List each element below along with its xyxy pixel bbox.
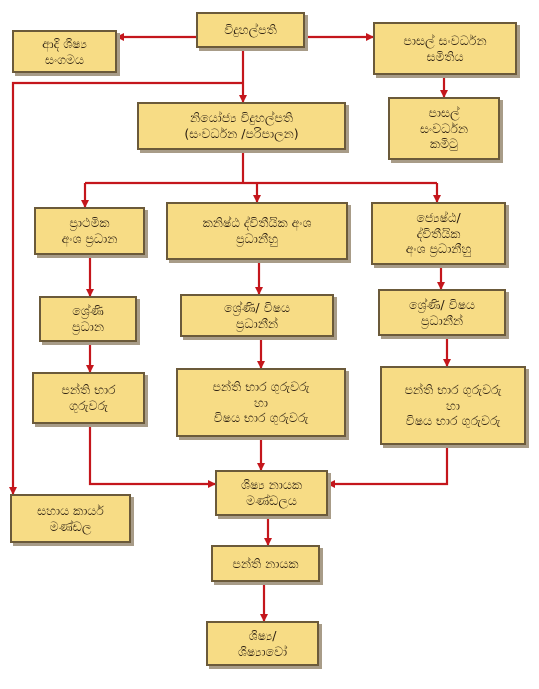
edge-principal-to-support-staff [9,81,243,495]
node-text-line: ද්විතීයික [416,225,461,241]
node-grade-head: ශ්‍රේණිප්‍රධාන [39,296,137,342]
node-text-line: සංගමය [44,51,85,67]
node-text-line: විෂය භාර ගුරුවරු [405,413,501,429]
node-text-line: ගුරුවරු [69,398,108,413]
node-text-line: පාසල් සංවර්ධන [403,32,487,48]
node-class-monitors: පන්ති නායක [211,545,320,582]
node-text-line: සමිතිය [426,48,464,64]
node-text-line: විදුහල්පති [224,22,277,38]
node-text-line: සංවර්ධන [419,120,469,136]
node-text-line: (සංවර්ධන /පරිපාලන) [184,126,299,141]
node-class-subject-teachers-mid: පන්ති භාර ගුරුවරුහාවිෂය භාර ගුරුවරු [176,368,346,437]
node-text-line: ශ්‍රේණි/ විෂය [408,296,476,312]
node-text-line: අංශ ප්‍රධානීහු [405,241,472,257]
node-text-line: මණ්ඩලය [246,493,297,508]
node-text-line: පන්ති භාර ගුරුවරු [404,382,502,398]
node-text-line: කමිටු [429,136,459,152]
node-text-line: කනිෂ්ඨ ද්විතීයික අංශ [202,215,312,231]
node-text-line: හා [254,394,268,410]
node-text-line: ප්‍රාථමික [69,215,110,231]
node-class-subject-teachers-right: පන්ති භාර ගුරුවරුහාවිෂය භාර ගුරුවරු [380,366,526,445]
edge-teachers-right-to-prefects [327,445,449,488]
node-text-line: ප්‍රධානීහු [236,231,278,246]
edge-class-teachers-to-prefects [88,424,216,488]
node-text-line: ආදි ශිෂ්‍ය [42,35,87,51]
node-text-line: හා [446,397,460,413]
node-text-line: අංශ ප්‍රධාන [61,231,118,246]
node-text-line: ජ්‍යෙෂ්ඨ/ [416,210,461,226]
node-text-line: සහාය කාර්ය [37,502,104,518]
node-text-line: ශ්‍රේණි/ විෂය [223,299,291,315]
node-deputy-principal: නියෝජ්‍ය විදුහල්පති(සංවර්ධන /පරිපාලන) [137,102,346,150]
node-text-line: ශිෂ්‍ය/ [248,627,277,643]
node-text-line: ප්‍රධාන [72,319,104,334]
node-text-line: ප්‍රධානීන් [235,315,279,331]
node-text-line: ශිෂ්‍යාවෝ [237,643,288,659]
node-text-line: ප්‍රධානීන් [420,312,464,328]
node-text-line: පන්ති භාර [61,382,116,398]
node-text-line: පාසල් [428,105,460,121]
node-principal: විදුහල්පති [196,12,305,48]
node-text-line: විෂය භාර ගුරුවරු [213,410,309,426]
node-text-line: පන්ති නායක [232,555,299,571]
node-text-line: පන්ති භාර ගුරුවරු [212,379,310,395]
node-text-line: නියෝජ්‍ය විදුහල්පති [190,110,293,126]
node-text-line: ශ්‍රේණි [72,303,104,319]
node-text-line: ශිෂ්‍ය නායක [241,477,302,493]
node-students: ශිෂ්‍ය/ශිෂ්‍යාවෝ [206,621,319,666]
node-text-line: මණ්ඩල [49,518,92,534]
